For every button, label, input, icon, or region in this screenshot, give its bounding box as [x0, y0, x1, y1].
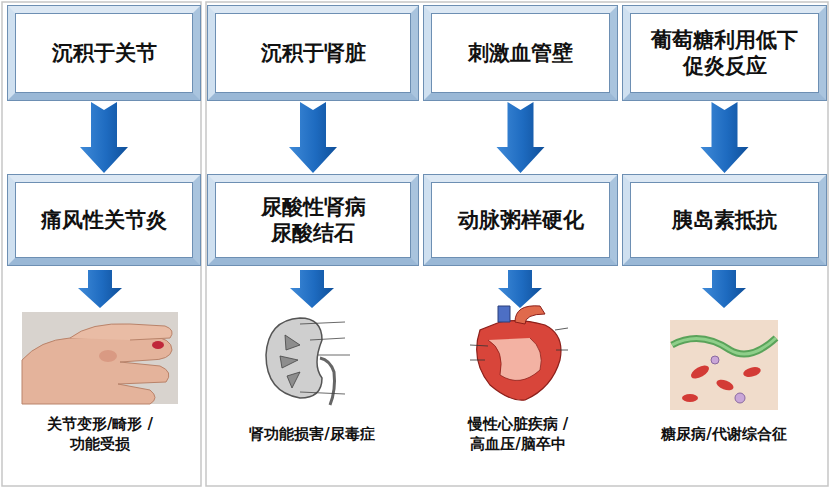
- box-text: 刺激血管壁: [468, 40, 573, 66]
- box-text: 沉积于关节: [52, 40, 157, 66]
- flow-arrow: [701, 102, 749, 173]
- left-panel: [2, 2, 201, 486]
- kidney-picture: [266, 318, 350, 405]
- cause-box: 沉积于关节: [8, 6, 200, 100]
- box-text: 胰岛素抵抗: [672, 207, 777, 233]
- cause-box: 葡萄糖利用低下 促炎反应: [623, 6, 826, 100]
- box-text: 葡萄糖利用低下 促炎反应: [638, 27, 811, 80]
- flow-arrow: [289, 102, 337, 173]
- right-panel: [206, 2, 828, 486]
- cause-box: 沉积于肾脏: [208, 6, 418, 100]
- disease-box: 痛风性关节炎: [8, 175, 200, 265]
- down-arrows: [78, 270, 746, 308]
- disease-box: 尿酸性肾病 尿酸结石: [208, 175, 418, 265]
- box-text: 尿酸性肾病 尿酸结石: [223, 194, 403, 247]
- cause-box: 刺激血管壁: [424, 6, 617, 100]
- gout-hand-picture: [22, 312, 178, 404]
- consequence-label: 慢性心脏疾病 /高血压/脑卒中: [452, 414, 584, 455]
- consequence-label: 肾功能损害/尿毒症: [212, 424, 412, 444]
- box-text: 痛风性关节炎: [41, 207, 167, 233]
- cells-picture: [670, 320, 778, 410]
- disease-box: 动脉粥样硬化: [424, 175, 617, 265]
- box-text: 沉积于肾脏: [261, 40, 366, 66]
- disease-box: 胰岛素抵抗: [623, 175, 826, 265]
- consequence-label: 糖尿病/代谢综合征: [629, 424, 819, 444]
- consequence-label: 关节变形/畸形 /功能受损: [34, 414, 166, 455]
- flow-arrow: [497, 102, 545, 173]
- box-text: 动脉粥样硬化: [458, 207, 584, 233]
- heart-picture: [470, 306, 568, 400]
- flow-arrow: [80, 102, 128, 173]
